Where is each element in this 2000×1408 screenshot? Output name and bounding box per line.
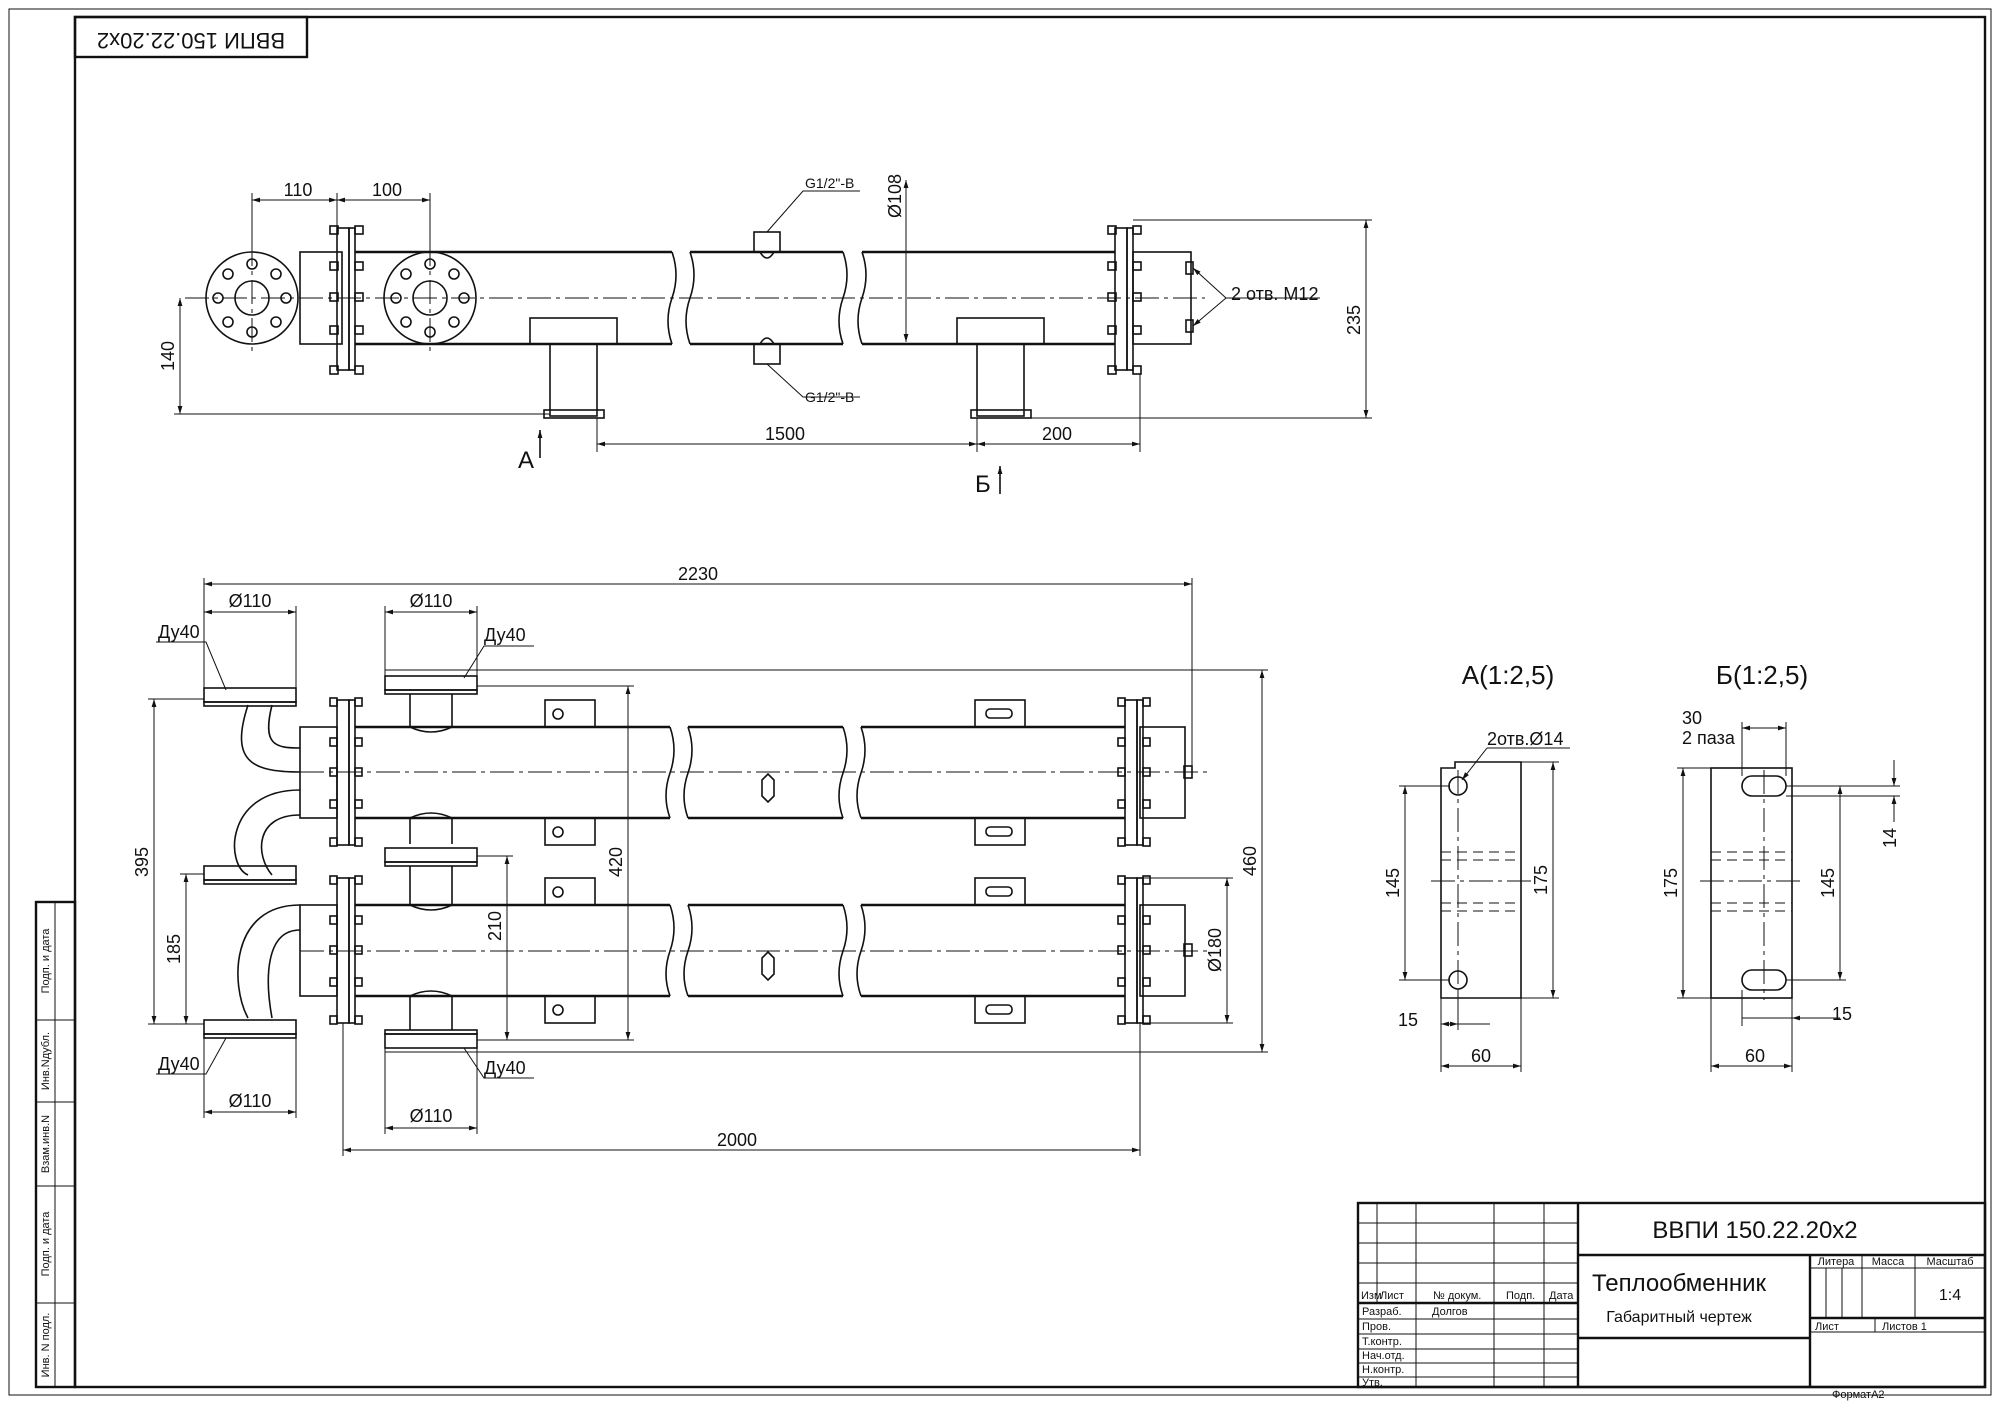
front-view: 2230 Ø110 Ø110 Ду40 Ду40 395 185 420 210… — [132, 564, 1268, 1156]
stamp-code-inverted: ВВПИ 150.22.20х2 — [97, 28, 285, 53]
tb-col-date: Дата — [1549, 1290, 1574, 1302]
top-dim-d108: Ø108 — [885, 174, 905, 218]
upper-shell — [300, 725, 1210, 820]
detail-b-dim-60: 60 — [1745, 1046, 1765, 1066]
tb-format: ФорматА2 — [1832, 1389, 1885, 1401]
top-dim-200: 200 — [1042, 424, 1072, 444]
tb-col-list: Лист — [1380, 1290, 1404, 1302]
detail-b-dim-175: 175 — [1661, 868, 1681, 898]
tb-row-nachotd: Нач.отд. — [1362, 1350, 1405, 1362]
fitting-label-top: G1/2"-B — [805, 175, 854, 191]
strip-label-1: Подп. и дата — [40, 928, 52, 994]
detail-a-holes-note: 2отв.Ø14 — [1487, 729, 1563, 749]
strip-label-5: Инв. N подл. — [40, 1313, 52, 1378]
tb-name: Теплообменник — [1592, 1270, 1767, 1297]
tb-col-doc: № докум. — [1433, 1290, 1481, 1302]
front-du40-br: Ду40 — [484, 1058, 526, 1078]
front-dim-d110-bl: Ø110 — [229, 1091, 272, 1111]
strip-label-4: Подп. и дата — [40, 1211, 52, 1277]
front-dim-2230: 2230 — [678, 564, 718, 584]
tb-row-nkontr: Н.контр. — [1362, 1364, 1404, 1376]
tb-row-utv: Утв. — [1362, 1377, 1383, 1389]
tb-subtitle: Габаритный чертеж — [1606, 1309, 1752, 1326]
section-b-marker: Б — [975, 471, 991, 498]
front-dim-2000: 2000 — [717, 1130, 757, 1150]
front-dim-395: 395 — [132, 847, 152, 877]
front-dim-210: 210 — [485, 911, 505, 941]
front-dim-460: 460 — [1240, 846, 1260, 876]
detail-b-slots-note: 2 паза — [1682, 728, 1736, 748]
inlet-flange-left — [205, 242, 299, 354]
detail-b-dim-15: 15 — [1832, 1004, 1852, 1024]
top-dim-1500: 1500 — [765, 424, 805, 444]
detail-a-title: А(1:2,5) — [1462, 660, 1555, 690]
tb-row-prov: Пров. — [1362, 1321, 1391, 1333]
front-du40-tr: Ду40 — [484, 625, 526, 645]
detail-a-dim-60: 60 — [1471, 1046, 1491, 1066]
top-dim-100: 100 — [372, 180, 402, 200]
detail-b-title: Б(1:2,5) — [1716, 660, 1808, 690]
title-block: Изм Лист № докум. Подп. Дата Разраб. Дол… — [1356, 1201, 1987, 1401]
tb-scale-value: 1:4 — [1939, 1287, 1961, 1304]
detail-b-dim-14: 14 — [1880, 828, 1900, 848]
front-du40-tl: Ду40 — [158, 622, 200, 642]
front-du40-bl: Ду40 — [158, 1054, 200, 1074]
holes-m12-note: 2 отв. М12 — [1231, 284, 1318, 304]
side-strip: Подп. и дата Инв.Nдубл. Взам.инв.N Подп.… — [34, 900, 77, 1389]
front-dim-d110-tr: Ø110 — [410, 591, 453, 611]
lower-shell — [300, 903, 1210, 998]
tb-code: ВВПИ 150.22.20х2 — [1652, 1217, 1857, 1244]
detail-b: Б(1:2,5) 30 2 паза 175 145 14 15 — [1661, 660, 1900, 1072]
front-dim-420: 420 — [606, 847, 626, 877]
fitting-label-bottom: G1/2"-B — [805, 389, 854, 405]
detail-a: А(1:2,5) 2отв.Ø14 145 175 15 60 — [1383, 660, 1570, 1072]
tb-sheet-label: Лист — [1815, 1321, 1839, 1333]
tb-row-razrab: Разраб. — [1362, 1306, 1402, 1318]
tb-sheets-label: Листов 1 — [1882, 1321, 1927, 1333]
detail-a-dim-15: 15 — [1398, 1010, 1418, 1030]
detail-b-dim-145: 145 — [1818, 868, 1838, 898]
tb-litera-label: Литера — [1818, 1256, 1856, 1268]
top-dim-110: 110 — [284, 180, 313, 200]
tb-scale-label: Масштаб — [1926, 1256, 1973, 1268]
tb-col-sign: Подп. — [1506, 1290, 1535, 1302]
tb-row-tkontr: Т.контр. — [1362, 1336, 1402, 1348]
sheet-frame: ВВПИ 150.22.20х2 — [8, 8, 1992, 1396]
top-view: 110 100 Ø108 140 235 1500 200 G1/2"-B G1… — [158, 174, 1372, 498]
front-dim-d110-tl: Ø110 — [229, 591, 272, 611]
tb-col-izm: Изм — [1361, 1290, 1382, 1302]
detail-a-dim-145: 145 — [1383, 868, 1403, 898]
tb-mass-label: Масса — [1872, 1256, 1905, 1268]
tb-developer: Долгов — [1432, 1306, 1468, 1318]
front-dim-185: 185 — [164, 934, 184, 964]
section-a-marker: А — [518, 447, 534, 474]
detail-a-dim-175: 175 — [1531, 865, 1551, 895]
detail-b-dim-30: 30 — [1682, 708, 1702, 728]
top-dim-140: 140 — [158, 341, 178, 371]
front-dim-d180: Ø180 — [1205, 928, 1225, 972]
strip-label-2: Инв.Nдубл. — [40, 1032, 52, 1090]
front-dim-d110-br: Ø110 — [410, 1106, 453, 1126]
top-dim-235: 235 — [1344, 305, 1364, 335]
strip-label-3: Взам.инв.N — [40, 1115, 52, 1173]
